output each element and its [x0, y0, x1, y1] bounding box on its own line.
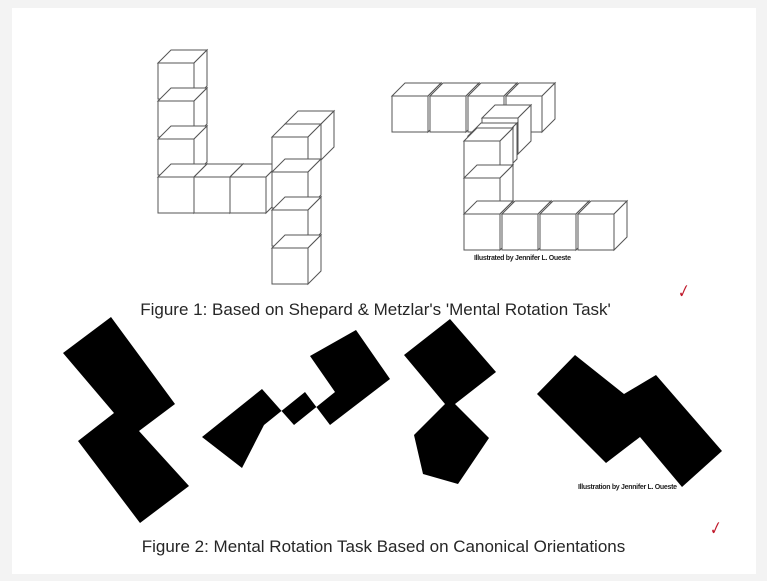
figure-1-cube-shapes — [156, 48, 629, 286]
figure-1-caption: Figure 1: Based on Shepard & Metzlar's '… — [140, 300, 611, 319]
cube-front-face — [463, 213, 501, 251]
cube-front-face — [229, 176, 267, 214]
cube-front-face — [577, 213, 615, 251]
cube-front-face — [501, 213, 539, 251]
cube-front-face — [193, 176, 231, 214]
cube-front-face — [391, 95, 429, 133]
cube-front-face — [271, 247, 309, 285]
silhouette-2 — [202, 330, 390, 468]
cube-front-face — [429, 95, 467, 133]
silhouette-1 — [63, 317, 189, 523]
silhouette-4 — [537, 355, 722, 487]
figure-2-silhouettes — [63, 317, 722, 523]
figure-1-credit: Illustrated by Jennifer L. Oueste — [474, 255, 571, 262]
figure-2-credit: Illustration by Jennifer L. Oueste — [578, 484, 677, 491]
figure-2-caption: Figure 2: Mental Rotation Task Based on … — [141, 537, 626, 556]
silhouette-3 — [404, 319, 496, 484]
cube-front-face — [539, 213, 577, 251]
cube-front-face — [157, 176, 195, 214]
